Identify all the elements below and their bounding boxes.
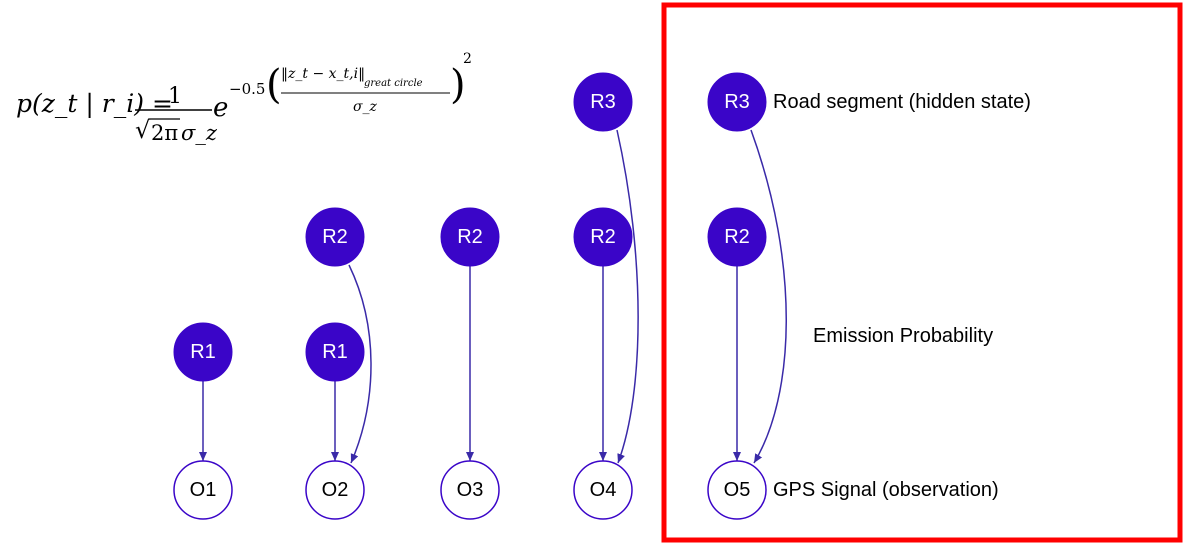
state-label: R3 [590,91,616,113]
formula-paren-right: ) [450,62,466,108]
emission-probability-formula: p(z_t | r_i) = 1 √ 2π σ_z e −0.5 ( ‖z_t … [16,51,472,145]
observation-node-o3: O3 [440,460,500,520]
edge-t2-r2-o2 [348,264,372,464]
observation-label: O1 [190,479,217,501]
state-label: R2 [724,226,750,248]
state-node-t5-r3: R3 [707,72,767,132]
state-node-t2-r1: R1 [305,322,365,382]
observation-node-o1: O1 [173,460,233,520]
formula-base-e: e [213,93,228,123]
formula-numerator: 1 [168,84,182,109]
highlight-box [661,2,1183,543]
formula-lhs: p(z_t | r_i) = [16,89,173,119]
formula-paren-left: ( [266,62,282,108]
formula-power: 2 [463,51,472,67]
formula-norm-subscript: great circle [364,78,423,89]
observation-node-o4: O4 [573,460,633,520]
observation-node-o5: O5 [707,460,767,520]
state-label: R1 [190,341,216,363]
observation-label: O4 [590,479,617,501]
formula-exponent-coef: −0.5 [229,80,265,98]
state-node-t5-r2: R2 [707,207,767,267]
formula-two-pi: 2π [151,121,178,145]
hidden-state-label: Road segment (hidden state) [773,91,1031,113]
hidden-states: R1 R2 R1 R2 R3 R2 R3 R2 [173,72,767,382]
emission-probability-label: Emission Probability [813,325,993,347]
formula-sigma: σ_z [181,121,218,145]
state-label: R1 [322,341,348,363]
state-label: R3 [724,91,750,113]
formula-sqrt: √ [135,116,151,144]
state-node-t2-r2: R2 [305,207,365,267]
observation-label: O5 [724,479,751,501]
state-node-t1-r1: R1 [173,322,233,382]
formula-exponent-den: σ_z [353,99,378,115]
observations: O1 O2 O3 O4 O5 [173,460,767,520]
emission-edges [199,129,787,464]
observation-label: O3 [457,479,484,501]
observation-node-o2: O2 [305,460,365,520]
edge-t4-r3-o4 [616,129,639,464]
state-label: R2 [322,226,348,248]
edge-t5-r3-o5 [750,129,787,464]
observation-label: O2 [322,479,349,501]
state-node-t4-r2: R2 [573,207,633,267]
state-label: R2 [457,226,483,248]
observation-label-text: GPS Signal (observation) [773,479,999,501]
formula-norm-expr: ‖z_t − x_t,i‖ [281,66,365,82]
state-label: R2 [590,226,616,248]
state-node-t4-r3: R3 [573,72,633,132]
state-node-t3-r2: R2 [440,207,500,267]
